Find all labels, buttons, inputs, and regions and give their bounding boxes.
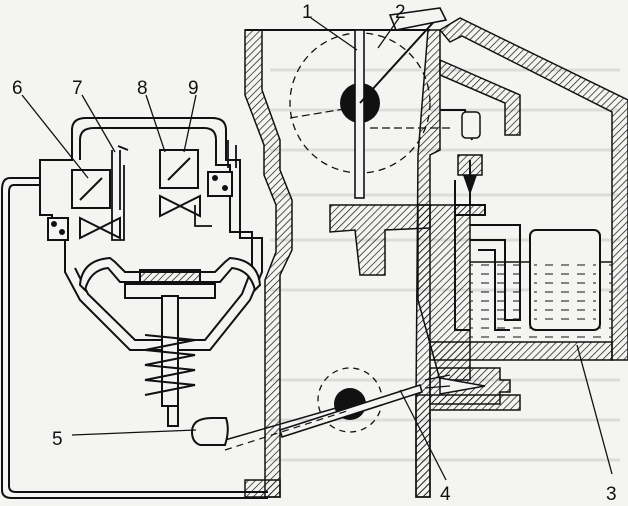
air-channel-wall — [439, 58, 521, 136]
leader-lines — [21, 17, 613, 481]
return-spring — [144, 334, 196, 396]
throttle-link — [190, 417, 229, 446]
needle-valve — [457, 154, 483, 195]
idle-jet — [424, 367, 511, 405]
lower-right-flange — [415, 394, 521, 498]
callout-4: 4 — [440, 484, 451, 505]
callout-2: 2 — [395, 2, 406, 23]
solenoid-valve-right — [159, 149, 233, 218]
control-wires — [111, 140, 237, 241]
solenoid-valve-left — [47, 169, 121, 241]
callout-1: 1 — [302, 2, 313, 23]
throttle-plate — [279, 383, 423, 439]
callout-5: 5 — [52, 429, 63, 450]
vacuum-hose — [1, 177, 268, 499]
lower-left-flange — [244, 479, 281, 498]
throttle-assembly — [224, 367, 423, 451]
callout-3: 3 — [606, 484, 617, 505]
pneumatic-actuator — [39, 117, 263, 427]
callout-9: 9 — [188, 78, 199, 99]
callout-7: 7 — [72, 78, 83, 99]
choke-plate — [354, 29, 365, 199]
callout-8: 8 — [137, 78, 148, 99]
actuator-housing — [39, 117, 263, 351]
callouts: 1 2 3 4 5 6 7 8 9 — [12, 2, 617, 505]
choke-assembly — [289, 7, 450, 199]
fuel-channels — [454, 160, 521, 331]
callout-6: 6 — [12, 78, 23, 99]
